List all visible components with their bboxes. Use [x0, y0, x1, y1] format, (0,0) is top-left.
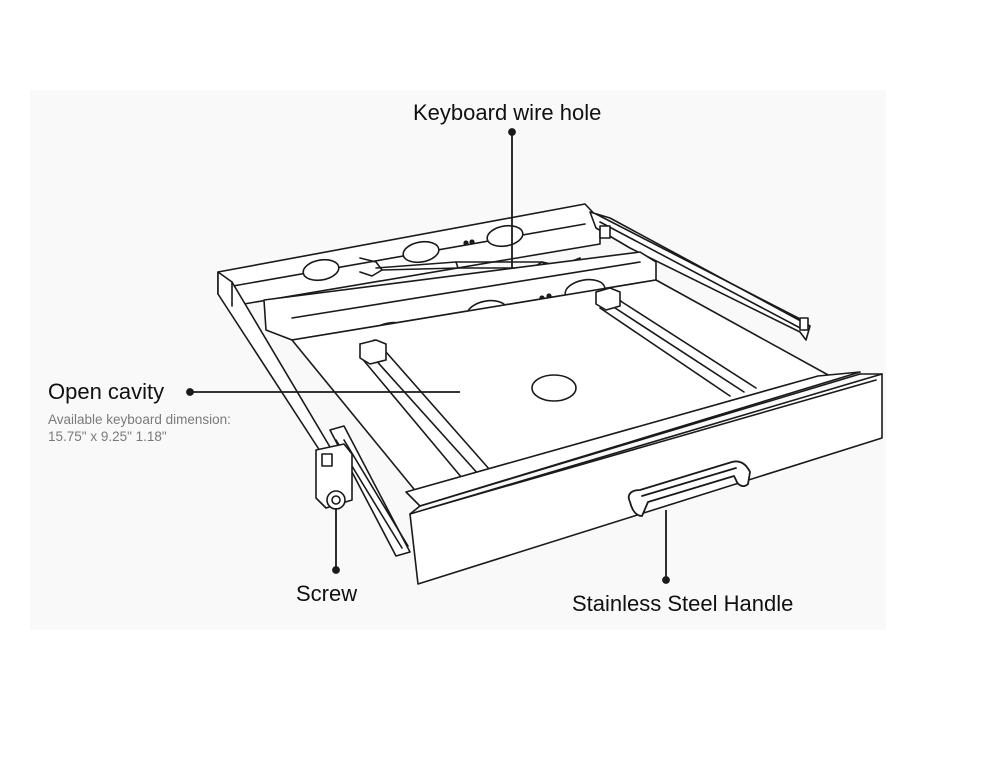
label-stainless-steel-handle: Stainless Steel Handle — [572, 591, 794, 616]
callout-dot-open-cavity — [186, 388, 194, 396]
callout-dot-screw — [332, 566, 340, 574]
rail-clips — [359, 287, 621, 365]
front-lip — [405, 371, 861, 507]
label-screw: Screw — [296, 581, 358, 606]
front-panel — [409, 373, 883, 585]
label-dimension-value: 15.75" x 9.25" 1.18" — [48, 429, 167, 444]
handle — [627, 460, 751, 517]
back-wall-holes — [302, 224, 524, 282]
label-open-cavity: Open cavity — [48, 379, 165, 404]
callout-dot-handle — [662, 576, 670, 584]
callout-dot-wire-hole — [508, 128, 516, 136]
label-keyboard-wire-hole: Keyboard wire hole — [413, 100, 602, 125]
label-available-dimension: Available keyboard dimension: — [48, 412, 231, 427]
floor-hole — [531, 374, 577, 402]
